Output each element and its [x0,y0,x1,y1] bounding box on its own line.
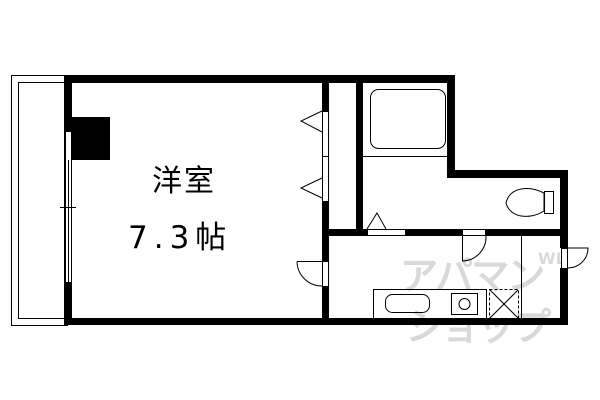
entrance-door [561,247,589,269]
unit-bath [363,89,447,236]
balcony-window [60,131,76,283]
room-size-label: 7.3帖 [128,220,233,256]
closet-doors [299,110,329,202]
walls [64,75,568,325]
room-name-label: 洋室 [152,164,216,199]
balcony [11,75,68,326]
room-door [296,261,329,287]
kitchen [373,236,522,319]
watermark-line2: ショップ [405,305,551,349]
toilet-fixture [462,188,554,262]
